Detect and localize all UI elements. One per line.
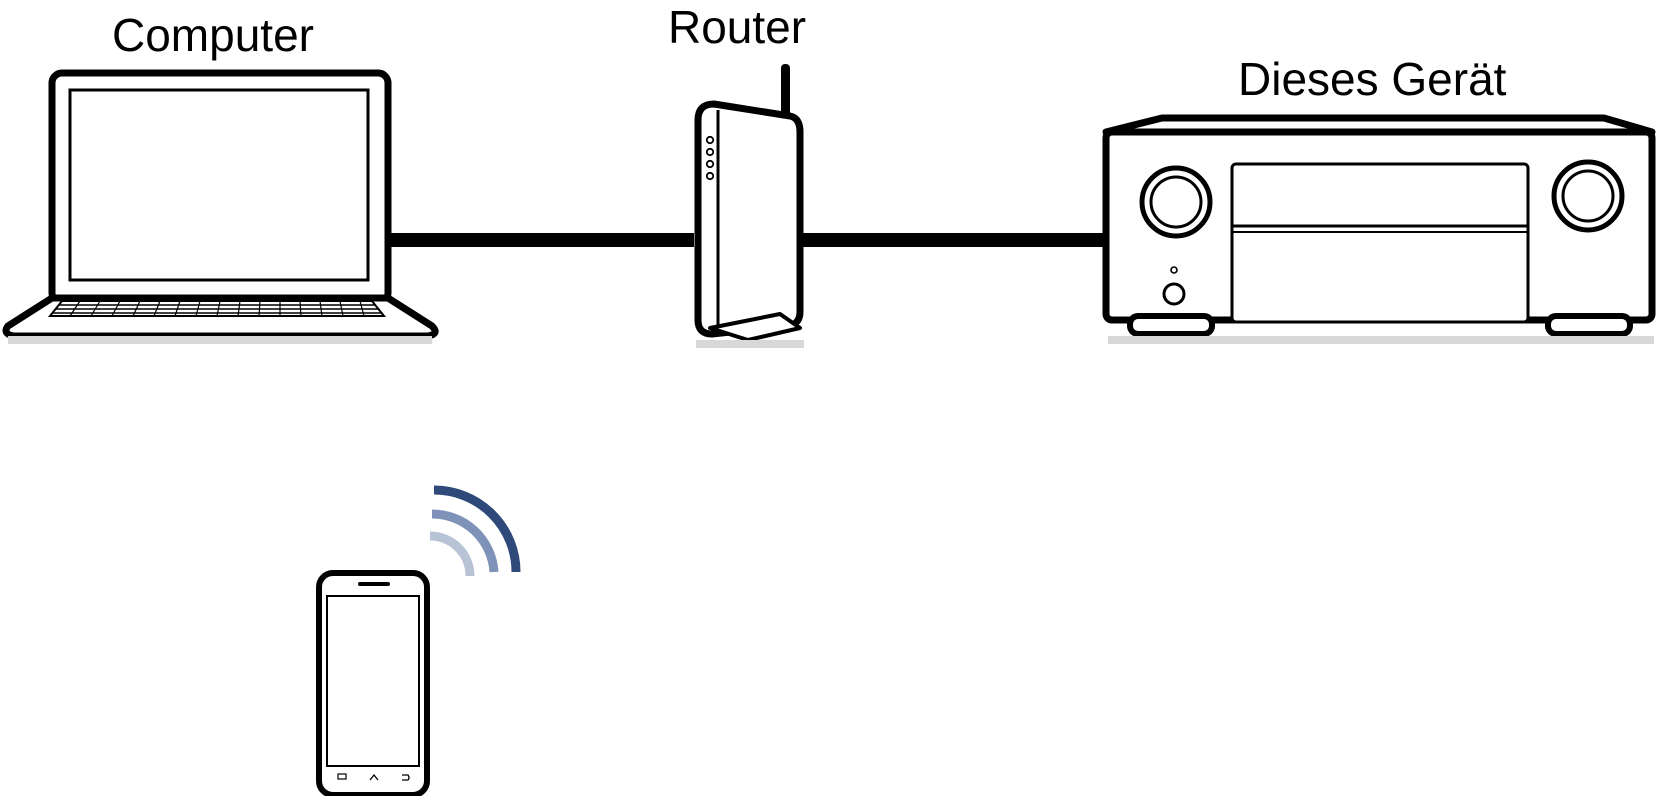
receiver-label: Dieses Gerät xyxy=(1238,53,1507,105)
av-receiver-icon xyxy=(1102,114,1656,344)
connection-lines xyxy=(388,233,1106,247)
laptop-icon xyxy=(2,69,439,344)
wifi-signal-icon xyxy=(429,485,521,577)
cable-computer-router xyxy=(388,233,694,247)
router-label: Router xyxy=(668,1,807,53)
computer-label: Computer xyxy=(112,9,314,61)
smartphone-icon xyxy=(316,570,430,796)
cable-router-receiver xyxy=(802,233,1106,247)
router-icon xyxy=(694,64,804,348)
